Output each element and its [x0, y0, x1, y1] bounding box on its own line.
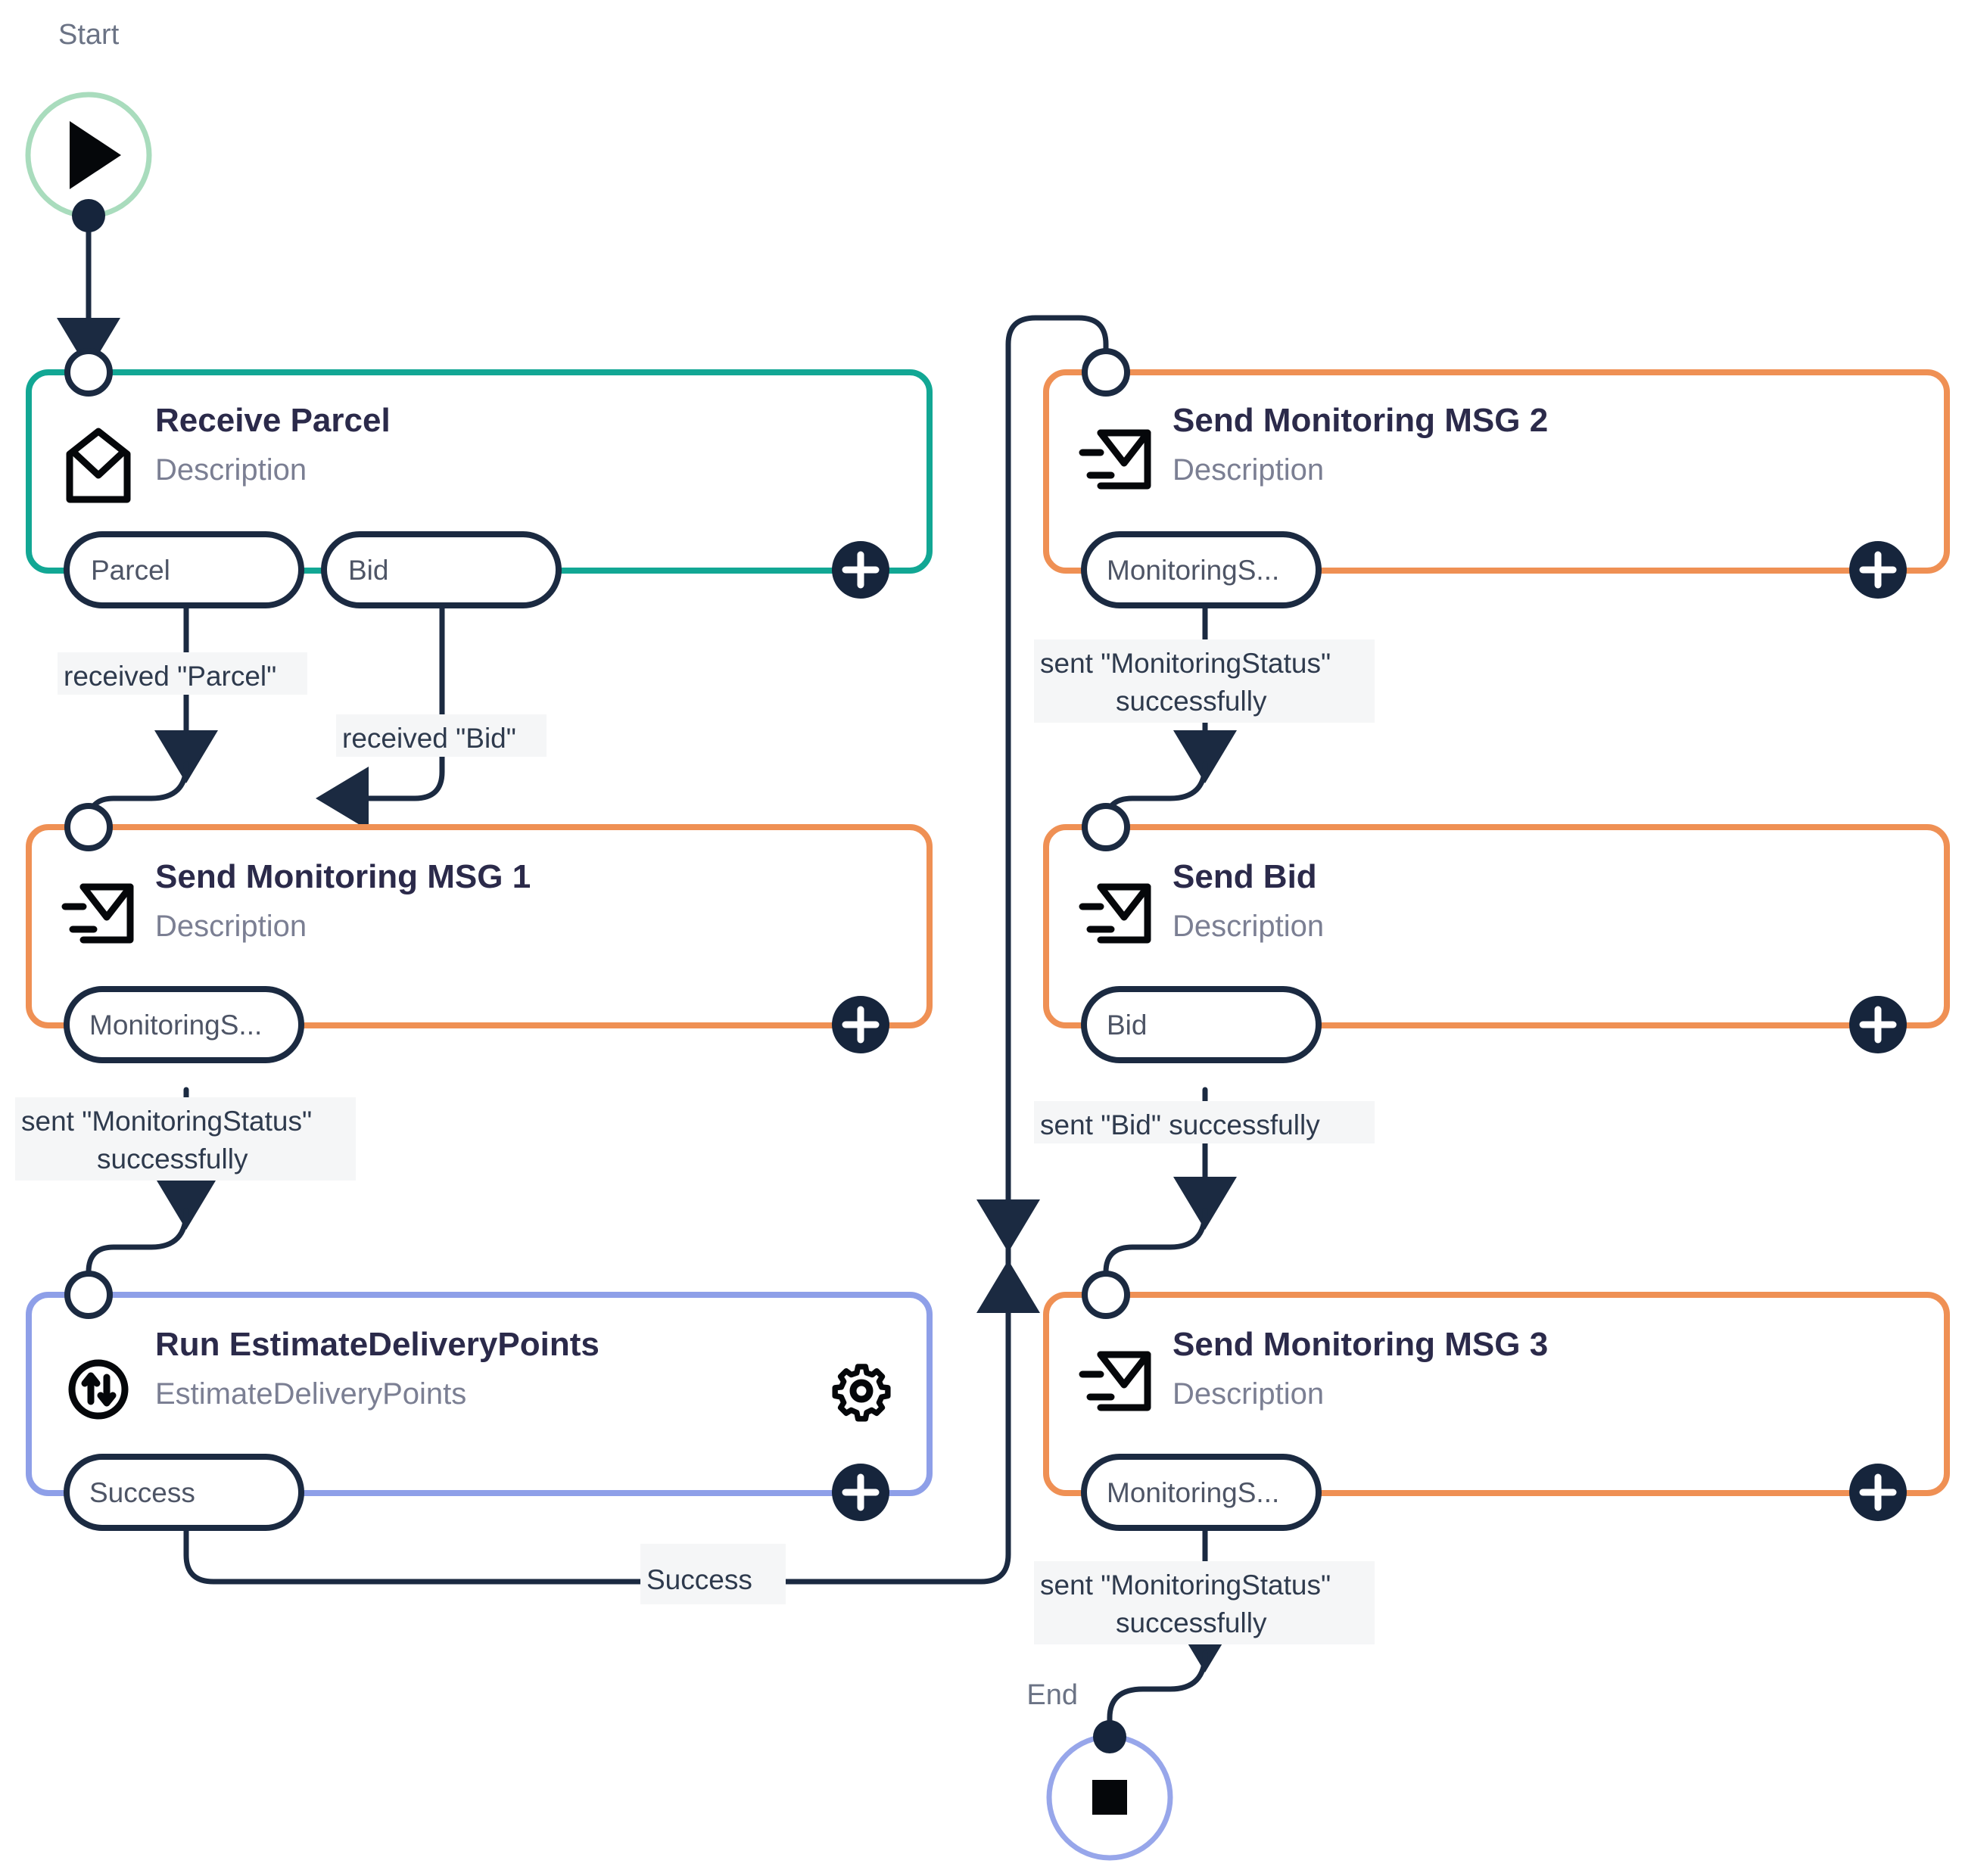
send-bid-input-port[interactable] [1082, 803, 1130, 851]
node-send-monitoring-msg-1[interactable]: Send Monitoring MSG 1 Description Monito… [26, 803, 933, 1063]
port-bid-send-label: Bid [1107, 1010, 1147, 1041]
send-monitoring-2-frame[interactable] [1043, 369, 1950, 574]
port-bid-send[interactable]: Bid [1081, 986, 1322, 1063]
send-monitoring-1-title: Send Monitoring MSG 1 [155, 858, 531, 895]
edge-parcel-to-send-monitoring-1 [86, 602, 218, 843]
node-run-estimate-delivery-points[interactable]: Run EstimateDeliveryPoints EstimateDeliv… [26, 1271, 933, 1531]
port-monitoring-status-3-label: MonitoringS... [1107, 1477, 1279, 1508]
port-success[interactable]: Success [64, 1454, 304, 1531]
success-text: Success [646, 1564, 752, 1595]
port-monitoring-status-2[interactable]: MonitoringS... [1081, 531, 1322, 608]
edge-label-sent-bid: sent "Bid" successfully [1034, 1101, 1375, 1143]
send-mail-icon-1 [61, 883, 134, 944]
send-bid-frame[interactable] [1043, 824, 1950, 1028]
received-parcel-text: received "Parcel" [64, 661, 276, 692]
stop-icon [1092, 1780, 1127, 1815]
receive-parcel-input-port[interactable] [64, 348, 113, 397]
send-mail-icon-2 [1079, 429, 1151, 490]
node-send-monitoring-msg-3[interactable]: Send Monitoring MSG 3 Description Monito… [1043, 1271, 1950, 1531]
sent-bid-text: sent "Bid" successfully [1040, 1109, 1320, 1140]
receive-parcel-title: Receive Parcel [155, 402, 391, 439]
start-output-dot[interactable] [72, 199, 105, 232]
port-monitoring-status-1[interactable]: MonitoringS... [64, 986, 304, 1063]
estimate-delivery-points-description: EstimateDeliveryPoints [155, 1377, 466, 1411]
end-label: End [1026, 1679, 1078, 1711]
send-bid-title: Send Bid [1173, 858, 1317, 895]
send-mail-icon-3 [1079, 883, 1151, 944]
sent-monitoring-1-line2: successfully [97, 1143, 248, 1174]
node-send-bid[interactable]: Send Bid Description Bid [1043, 803, 1950, 1063]
send-monitoring-1-description: Description [155, 910, 307, 943]
end-node[interactable]: End [1026, 1679, 1173, 1861]
edge-label-success: Success [640, 1544, 786, 1604]
node-receive-parcel[interactable]: Receive Parcel Description Parcel Bid [26, 348, 933, 608]
estimate-delivery-points-title: Run EstimateDeliveryPoints [155, 1326, 600, 1363]
port-monitoring-status-3[interactable]: MonitoringS... [1081, 1454, 1322, 1531]
receive-mail-icon [66, 428, 131, 503]
receive-parcel-add-button[interactable] [832, 541, 889, 599]
port-bid-receive[interactable]: Bid [321, 531, 562, 608]
receive-parcel-description: Description [155, 453, 307, 487]
end-input-dot[interactable] [1093, 1720, 1126, 1753]
send-monitoring-3-frame[interactable] [1043, 1292, 1950, 1496]
estimate-delivery-points-add-button[interactable] [832, 1464, 889, 1521]
port-success-label: Success [89, 1477, 195, 1508]
send-monitoring-1-frame[interactable] [26, 824, 933, 1028]
send-bid-add-button[interactable] [1849, 996, 1907, 1053]
edge-bid-to-send-monitoring-1 [316, 602, 445, 830]
send-monitoring-2-add-button[interactable] [1849, 541, 1907, 599]
gear-icon[interactable] [832, 1364, 891, 1422]
send-monitoring-2-title: Send Monitoring MSG 2 [1173, 402, 1548, 439]
port-bid-receive-label: Bid [348, 555, 388, 586]
play-icon [70, 121, 121, 189]
estimate-delivery-points-input-port[interactable] [64, 1271, 113, 1319]
send-monitoring-1-input-port[interactable] [64, 803, 113, 851]
send-mail-icon-4 [1079, 1351, 1151, 1411]
port-monitoring-status-1-label: MonitoringS... [89, 1010, 262, 1041]
edge-label-sent-monitoring-2: sent "MonitoringStatus" successfully [1034, 639, 1375, 723]
edge-success-to-backbone [183, 1283, 1011, 1585]
port-monitoring-status-2-label: MonitoringS... [1107, 555, 1279, 586]
port-parcel-label: Parcel [91, 555, 170, 586]
send-monitoring-1-add-button[interactable] [832, 996, 889, 1053]
send-monitoring-2-description: Description [1173, 453, 1324, 487]
edge-label-sent-monitoring-1: sent "MonitoringStatus" successfully [15, 1097, 356, 1181]
send-bid-description: Description [1173, 910, 1324, 943]
send-monitoring-3-input-port[interactable] [1082, 1271, 1130, 1319]
edge-label-received-bid: received "Bid" [336, 714, 547, 757]
received-bid-text: received "Bid" [342, 723, 516, 754]
send-monitoring-3-title: Send Monitoring MSG 3 [1173, 1326, 1548, 1363]
sent-monitoring-2-line1: sent "MonitoringStatus" [1040, 648, 1331, 679]
send-monitoring-2-input-port[interactable] [1082, 348, 1130, 397]
edge-label-sent-monitoring-3: sent "MonitoringStatus" successfully [1034, 1561, 1375, 1644]
node-send-monitoring-msg-2[interactable]: Send Monitoring MSG 2 Description Monito… [1043, 348, 1950, 608]
send-monitoring-3-add-button[interactable] [1849, 1464, 1907, 1521]
sent-monitoring-1-line1: sent "MonitoringStatus" [21, 1106, 312, 1137]
start-node[interactable]: Start [25, 19, 152, 232]
sent-monitoring-2-line2: successfully [1116, 686, 1267, 717]
send-monitoring-3-description: Description [1173, 1377, 1324, 1411]
port-parcel[interactable]: Parcel [64, 531, 304, 608]
edge-backbone-to-send-monitoring-2 [976, 315, 1109, 1313]
sent-monitoring-3-line1: sent "MonitoringStatus" [1040, 1570, 1331, 1601]
edge-label-received-parcel: received "Parcel" [58, 652, 307, 695]
sync-arrows-icon [68, 1359, 129, 1420]
start-label: Start [58, 19, 120, 51]
sent-monitoring-3-line2: successfully [1116, 1607, 1267, 1638]
estimate-delivery-points-frame[interactable] [26, 1292, 933, 1496]
